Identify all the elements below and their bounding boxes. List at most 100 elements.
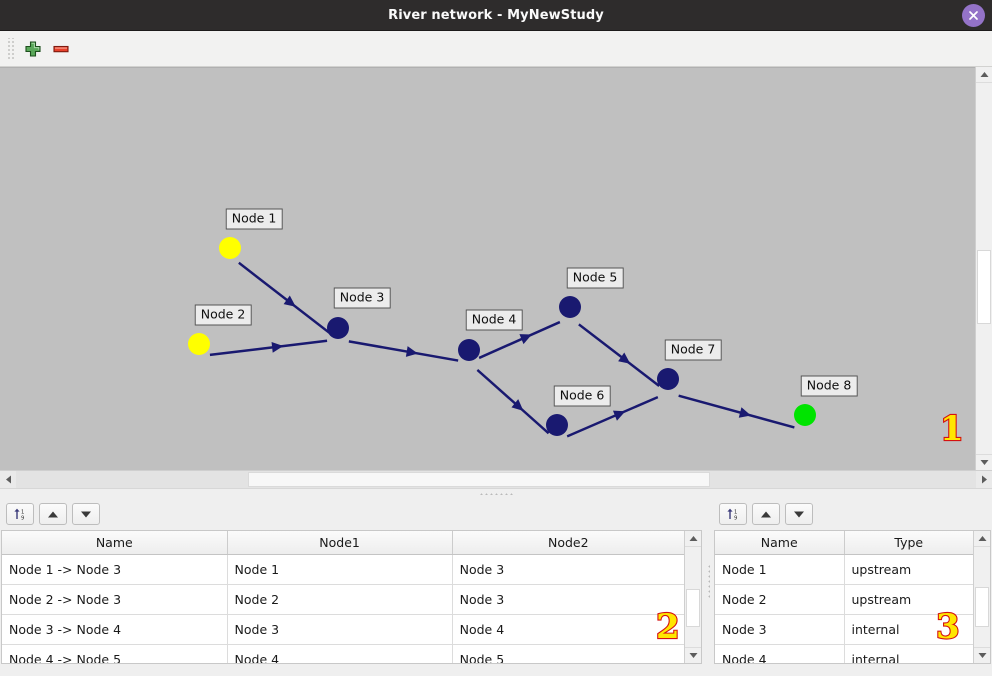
nodes-column-header[interactable]: Name <box>715 531 845 555</box>
scroll-thumb-horizontal[interactable] <box>248 472 711 487</box>
table-cell[interactable]: Node 3 <box>452 584 684 615</box>
remove-node-button[interactable] <box>47 36 75 62</box>
reaches-column-header[interactable]: Name <box>2 531 228 555</box>
graph-edge <box>209 339 328 357</box>
table-cell[interactable]: Node 3 <box>227 614 453 645</box>
close-icon <box>969 11 978 20</box>
reaches-move-down-button[interactable] <box>72 503 100 525</box>
graph-node-label-node-6[interactable]: Node 6 <box>553 385 611 407</box>
table-cell[interactable]: Node 1 <box>227 554 453 585</box>
reaches-scroll-down-button[interactable] <box>685 647 701 663</box>
arrow-down-icon <box>81 511 91 517</box>
graph-node-node-5[interactable] <box>559 296 581 318</box>
nodes-column-header[interactable]: Type <box>844 531 973 555</box>
graph-node-label-node-2[interactable]: Node 2 <box>194 304 252 326</box>
scroll-down-button[interactable] <box>976 454 992 470</box>
scroll-track-horizontal[interactable] <box>16 471 976 488</box>
minus-icon <box>53 45 69 52</box>
nodes-toolbar: 1 9 <box>713 498 992 530</box>
nodes-scroll-thumb[interactable] <box>975 587 989 627</box>
add-node-button[interactable] <box>19 36 47 62</box>
nodes-vertical-scrollbar[interactable] <box>973 531 990 663</box>
arrow-up-icon <box>761 511 771 517</box>
table-cell[interactable]: upstream <box>844 554 973 585</box>
nodes-move-down-button[interactable] <box>785 503 813 525</box>
nodes-move-up-button[interactable] <box>752 503 780 525</box>
graph-node-label-node-5[interactable]: Node 5 <box>566 267 624 289</box>
nodes-scroll-down-button[interactable] <box>974 647 990 663</box>
nodes-scroll-up-button[interactable] <box>974 531 990 547</box>
table-cell[interactable]: Node 4 <box>452 614 684 645</box>
nodes-scroll-track[interactable] <box>974 547 990 647</box>
graph-node-label-node-1[interactable]: Node 1 <box>225 208 283 230</box>
table-cell[interactable]: Node 1 -> Node 3 <box>2 554 228 585</box>
scroll-track-vertical[interactable] <box>976 83 992 454</box>
graph-node-label-node-3[interactable]: Node 3 <box>333 287 391 309</box>
table-cell[interactable]: Node 2 -> Node 3 <box>2 584 228 615</box>
reaches-scroll-track[interactable] <box>685 547 701 647</box>
reaches-scroll-thumb[interactable] <box>686 589 700 627</box>
graph-vertical-scrollbar[interactable] <box>975 67 992 470</box>
reaches-scroll-up-button[interactable] <box>685 531 701 547</box>
table-cell[interactable]: Node 4 <box>227 644 453 663</box>
sort-icon: 1 9 <box>727 508 737 521</box>
graph-node-node-2[interactable] <box>188 333 210 355</box>
reaches-column-header[interactable]: Node2 <box>452 531 684 555</box>
table-cell[interactable]: Node 3 <box>715 614 845 645</box>
chevron-down-icon <box>978 653 986 658</box>
toolbar-grip[interactable] <box>6 37 15 60</box>
chevron-right-icon <box>981 475 987 484</box>
nodes-sort-button[interactable]: 1 9 <box>719 503 747 525</box>
table-cell[interactable]: Node 3 -> Node 4 <box>2 614 228 645</box>
table-cell[interactable]: Node 3 <box>452 554 684 585</box>
graph-node-node-4[interactable] <box>458 339 480 361</box>
scroll-thumb-vertical[interactable] <box>977 249 991 325</box>
network-graph-canvas[interactable]: Node 1 Node 2 Node 3 Node 4 Node 5 Node 6 Node… <box>0 67 975 470</box>
graph-node-node-6[interactable] <box>546 414 568 436</box>
graph-node-node-8[interactable] <box>794 404 816 426</box>
reaches-vertical-scrollbar[interactable] <box>684 531 701 663</box>
graph-edge-arrow <box>511 399 524 411</box>
chevron-down-icon <box>689 653 697 658</box>
scroll-right-button[interactable] <box>976 471 992 488</box>
table-cell[interactable]: Node 5 <box>452 644 684 663</box>
scroll-left-button[interactable] <box>0 471 16 488</box>
reaches-sort-button[interactable]: 1 9 <box>6 503 34 525</box>
reaches-move-up-button[interactable] <box>39 503 67 525</box>
table-cell[interactable]: Node 4 -> Node 5 <box>2 644 228 663</box>
vertical-splitter[interactable] <box>703 498 713 664</box>
graph-node-node-7[interactable] <box>657 368 679 390</box>
reaches-column-header[interactable]: Node1 <box>227 531 453 555</box>
graph-node-label-node-7[interactable]: Node 7 <box>664 339 722 361</box>
graph-node-label-node-8[interactable]: Node 8 <box>800 375 858 397</box>
chevron-down-icon <box>980 460 988 465</box>
graph-node-node-1[interactable] <box>219 237 241 259</box>
horizontal-splitter[interactable] <box>0 488 992 498</box>
scroll-up-button[interactable] <box>976 67 992 83</box>
table-cell[interactable]: Node 2 <box>227 584 453 615</box>
table-cell[interactable]: upstream <box>844 584 973 615</box>
table-cell[interactable]: Node 2 <box>715 584 845 615</box>
graph-node-node-3[interactable] <box>327 317 349 339</box>
graph-horizontal-scrollbar[interactable] <box>0 470 992 488</box>
graph-edge-arrow <box>612 410 626 421</box>
svg-text:1: 1 <box>21 510 24 516</box>
table-cell[interactable]: Node 4 <box>715 644 845 663</box>
close-button[interactable] <box>962 4 985 27</box>
graph-edge-arrow <box>271 342 284 353</box>
table-cell[interactable]: Node 1 <box>715 554 845 585</box>
table-cell[interactable]: internal <box>844 614 973 645</box>
graph-node-label-node-4[interactable]: Node 4 <box>465 309 523 331</box>
table-cell[interactable]: internal <box>844 644 973 663</box>
